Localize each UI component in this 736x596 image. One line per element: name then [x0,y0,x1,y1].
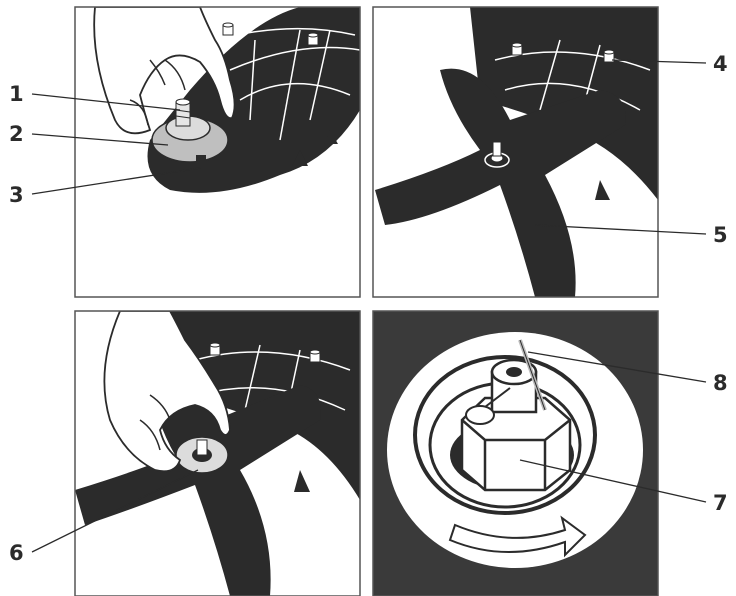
spindle-bolt-icon [176,102,190,126]
callout-7: 7 [713,491,728,515]
callout-8: 8 [713,371,728,395]
deck-bolt-icon [512,43,522,55]
callout-3: 3 [9,183,24,207]
callout-2: 2 [9,122,24,146]
callout-5: 5 [713,223,728,247]
panel-bottom-right [373,311,658,596]
deck-bolt-icon [308,33,318,45]
deck-bolt-icon [310,350,320,362]
callout-1: 1 [9,82,24,106]
callout-4: 4 [713,52,728,76]
panel-bottom-left [75,311,360,596]
panel-top-right [373,7,658,297]
deck-bolt-icon [223,23,233,35]
panel-top-left [75,7,360,297]
callout-6: 6 [9,541,24,565]
deck-bolt-icon [210,343,220,355]
